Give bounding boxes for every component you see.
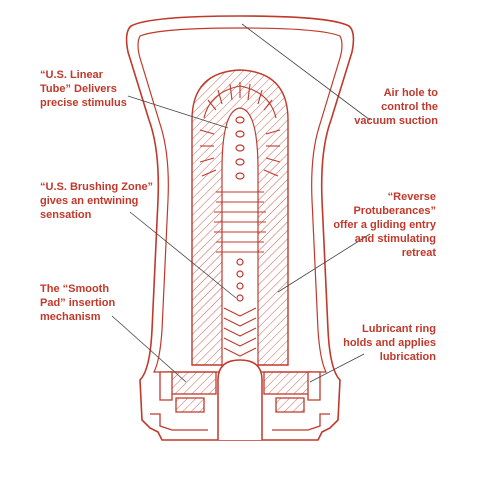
callout-text-line: and stimulating <box>354 233 436 245</box>
callout-text-line: “Reverse <box>387 191 436 203</box>
entry-opening <box>217 359 263 440</box>
callout-brushing-zone: “U.S. Brushing Zone” gives an entwining … <box>40 180 153 222</box>
upper-nodules <box>235 116 245 180</box>
leader-lines <box>111 23 371 383</box>
leader-reverse <box>277 233 371 293</box>
callout-text-line: Pad” insertion <box>40 297 116 309</box>
leader-air-hole <box>241 23 371 121</box>
callout-text-line: control the <box>381 101 438 113</box>
leader-lubricant <box>309 353 365 383</box>
callout-text-line: lubrication <box>379 351 436 363</box>
reverse-protuberances <box>223 307 257 357</box>
base-cap <box>150 413 330 431</box>
callout-text-line: Lubricant ring <box>362 323 436 335</box>
callout-linear-tube: “U.S. Linear Tube” Delivers precise stim… <box>40 68 127 110</box>
callout-text-line: offer a gliding entry <box>333 219 436 231</box>
brushing-zone-ridges <box>214 191 266 253</box>
central-canal <box>221 107 259 369</box>
leader-linear-tube <box>127 95 229 129</box>
callout-text-line: Protuberances” <box>353 205 436 217</box>
callout-text-line: gives an entwining <box>40 195 139 207</box>
callout-smooth-pad: The “Smooth Pad” insertion mechanism <box>40 282 115 324</box>
callout-text-line: “U.S. Brushing Zone” <box>40 181 154 193</box>
callout-reverse-protuberances: “Reverse Protuberances” offer a gliding … <box>333 190 436 260</box>
leader-smooth-pad <box>111 315 187 383</box>
callout-text-line: Air hole to <box>383 87 438 99</box>
callout-text-line: precise stimulus <box>40 97 127 109</box>
inner-cup-wall <box>137 27 343 373</box>
lower-nodules <box>236 258 244 302</box>
callout-text-line: mechanism <box>40 311 101 323</box>
callout-text-line: vacuum suction <box>354 115 438 127</box>
leader-brushing-zone <box>129 211 237 299</box>
callout-text-line: holds and applies <box>343 337 436 349</box>
callout-text-line: Tube” Delivers <box>40 83 117 95</box>
outer-cup-shell <box>125 15 355 441</box>
callout-text-line: “U.S. Linear <box>40 69 103 81</box>
callout-text-line: The “Smooth <box>40 283 110 295</box>
linear-tube-head <box>199 82 281 177</box>
base-pads <box>159 371 321 413</box>
callout-lubricant-ring: Lubricant ring holds and applies lubrica… <box>343 322 436 364</box>
callout-air-hole: Air hole to control the vacuum suction <box>354 86 438 128</box>
callout-text-line: retreat <box>401 247 436 259</box>
callout-text-line: sensation <box>40 209 92 221</box>
